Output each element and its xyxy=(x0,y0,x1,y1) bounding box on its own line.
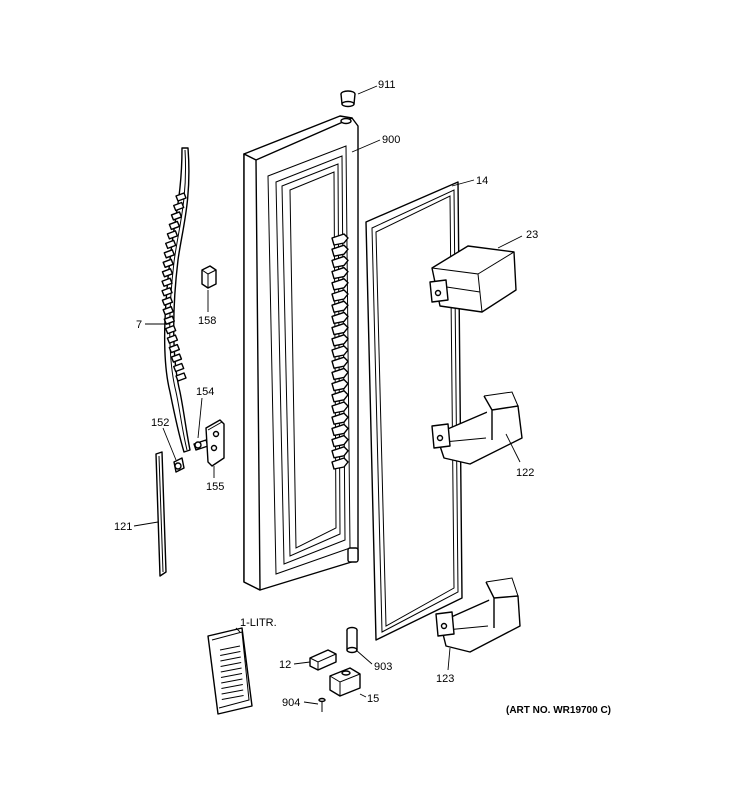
grip-ridge xyxy=(170,211,183,221)
door-rib xyxy=(331,311,349,325)
door-assembly xyxy=(243,115,359,591)
literature-line xyxy=(221,695,244,700)
callout-911: 911 xyxy=(378,79,396,91)
grip-ridge xyxy=(166,230,179,240)
bracket-155 xyxy=(205,419,225,467)
callout-121: 121 xyxy=(114,521,132,533)
screw-152 xyxy=(173,457,185,473)
callout-12: 12 xyxy=(279,659,291,671)
literature-line xyxy=(220,651,241,656)
literature-line xyxy=(220,673,243,678)
door-rib xyxy=(331,356,349,369)
literature-text-lines xyxy=(219,645,244,700)
callout-900: 900 xyxy=(382,134,400,146)
door-rib xyxy=(331,434,349,448)
door-rib xyxy=(331,322,349,336)
literature-line xyxy=(221,678,243,684)
hinge-15 xyxy=(329,667,361,697)
literature-line xyxy=(221,689,244,695)
grip-ridge xyxy=(161,277,173,287)
callout-7: 7 xyxy=(136,319,142,331)
grip-ridge xyxy=(162,305,174,316)
door-rib xyxy=(331,423,349,437)
grip-ridge xyxy=(175,192,187,202)
grip-ridge xyxy=(175,372,187,382)
door-rib xyxy=(331,457,349,470)
door-bin-23 xyxy=(429,245,517,313)
literature-line xyxy=(221,684,243,689)
grip-ridge xyxy=(163,315,175,325)
callout-154: 154 xyxy=(196,386,214,398)
grip-ridge xyxy=(161,296,174,306)
callout-1-litr: 1-LITR. xyxy=(240,617,277,629)
grip-ridge xyxy=(165,324,177,335)
door-rib xyxy=(331,278,349,291)
leader-lines xyxy=(133,85,523,705)
door-rib xyxy=(331,266,349,280)
callout-904: 904 xyxy=(282,697,300,709)
door-rib xyxy=(331,244,349,257)
door-rib xyxy=(331,233,349,246)
door-shelf-ribs xyxy=(331,233,349,470)
bushing-903 xyxy=(346,626,358,654)
door-gasket xyxy=(365,181,463,641)
literature-line xyxy=(220,667,242,673)
literature-line xyxy=(219,645,241,651)
callout-903: 903 xyxy=(374,661,392,673)
clip-158 xyxy=(201,265,217,289)
literature-booklet xyxy=(207,627,253,715)
literature-line xyxy=(220,662,242,667)
door-rib xyxy=(331,289,349,302)
door-rib xyxy=(331,300,349,313)
door-rib xyxy=(331,345,349,358)
door-rib xyxy=(331,401,349,414)
door-rib xyxy=(331,255,349,269)
callout-labels: 911 900 14 23 7 158 154 152 155 122 121 … xyxy=(114,79,611,716)
callout-123: 123 xyxy=(436,673,454,685)
door-bin-123 xyxy=(435,577,521,653)
callout-23: 23 xyxy=(526,229,538,241)
grip-ridge xyxy=(168,343,181,354)
grip-ridge xyxy=(172,362,185,373)
grip-ridge xyxy=(163,249,175,259)
grip-ridge xyxy=(161,287,173,297)
callout-158: 158 xyxy=(198,315,216,327)
handle-121 xyxy=(155,451,167,577)
door-rib xyxy=(331,390,349,403)
grip-ridge xyxy=(170,353,183,363)
callout-15: 15 xyxy=(367,693,379,705)
grip-ridge xyxy=(162,258,174,269)
door-rib xyxy=(331,446,349,459)
callout-122: 122 xyxy=(516,467,534,479)
handle-grip-ridges xyxy=(161,192,187,382)
grip-ridge xyxy=(166,334,179,344)
callout-14: 14 xyxy=(476,175,488,187)
door-rib xyxy=(331,334,349,347)
plug-911 xyxy=(340,90,356,108)
screw-154 xyxy=(193,439,209,451)
grip-ridge xyxy=(165,239,177,250)
callout-152: 152 xyxy=(151,417,169,429)
door-bin-122 xyxy=(431,391,523,465)
art-number-label: (ART NO. WR19700 C) xyxy=(506,705,611,716)
grip-ridge xyxy=(168,220,181,231)
grip-ridge xyxy=(161,268,174,278)
callout-155: 155 xyxy=(206,481,224,493)
hinge-part-12 xyxy=(309,649,337,671)
door-rib xyxy=(331,378,349,392)
grip-ridge xyxy=(172,201,185,212)
door-rib xyxy=(331,412,349,425)
literature-line xyxy=(220,656,241,662)
door-rib xyxy=(331,367,349,381)
screw-904 xyxy=(318,697,326,712)
